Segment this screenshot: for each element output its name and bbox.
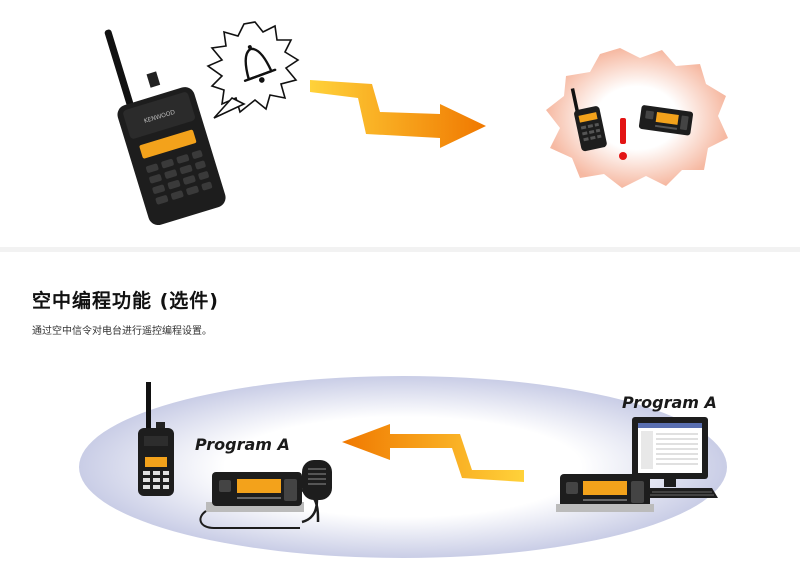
handheld-radio-icon <box>138 382 174 496</box>
mobile-radio-icon <box>638 105 694 136</box>
section-description: 通过空中信令对电台进行遥控编程设置。 <box>32 326 212 337</box>
bell-speech-burst <box>206 21 300 119</box>
bell-icon <box>243 45 277 83</box>
microphone-icon <box>301 460 332 524</box>
ota-illustration <box>79 376 727 558</box>
program-label-left: Program A <box>195 435 290 454</box>
mobile-radio-icon <box>556 474 654 512</box>
ota-programming-section: 空中编程功能 (选件) 通过空中信令对电台进行遥控编程设置。 <box>0 252 800 586</box>
top-illustration-panel: KENWOOD <box>0 0 800 247</box>
lightning-arrow-icon <box>342 424 524 482</box>
exclamation-icon <box>619 118 627 160</box>
handheld-radio-icon <box>570 88 607 152</box>
program-label-right: Program A <box>622 393 717 412</box>
lightning-arrow-icon <box>310 80 486 148</box>
keyboard-icon <box>644 488 718 498</box>
mobile-radio-icon <box>199 472 320 529</box>
section-title: 空中编程功能 (选件) <box>32 290 219 312</box>
handheld-radio-icon: KENWOOD <box>104 29 226 226</box>
computer-monitor-icon <box>632 417 708 487</box>
alert-burst <box>546 48 728 188</box>
network-ellipse <box>79 376 727 558</box>
alarm-illustration: KENWOOD <box>104 21 728 226</box>
